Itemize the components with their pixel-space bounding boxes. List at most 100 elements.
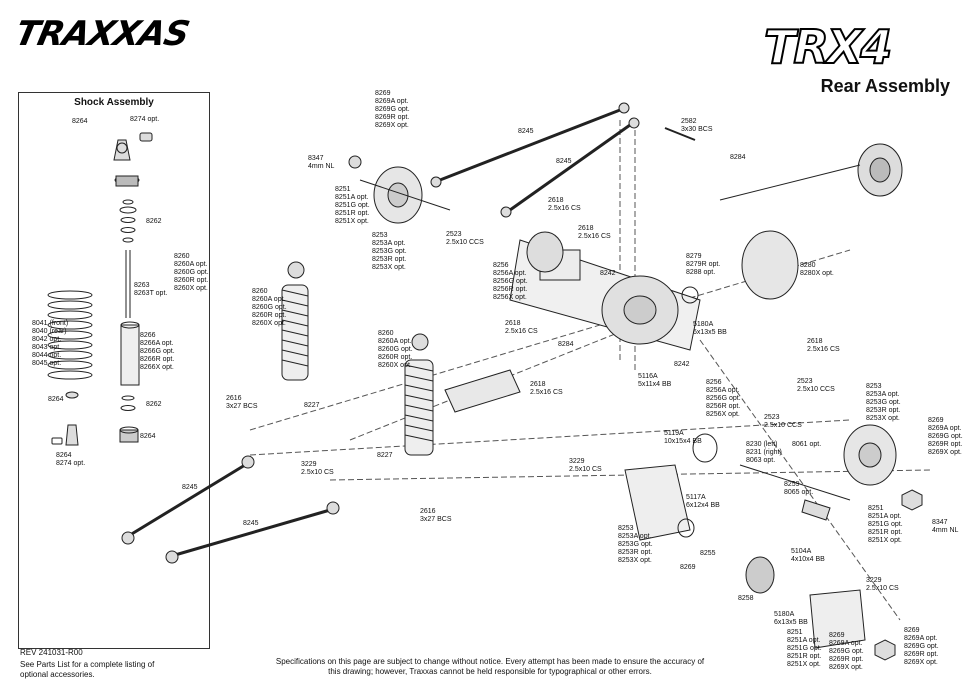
label-line: 8251R opt. bbox=[787, 653, 822, 660]
label-line: 2.5x10 CS bbox=[866, 585, 899, 592]
label-line: 8256A opt. bbox=[493, 270, 527, 277]
label-line: 10x15x4 BB bbox=[664, 438, 702, 445]
label-line: 8260A opt. bbox=[252, 296, 286, 303]
label-8242-b: 8242 bbox=[674, 361, 690, 369]
label-line: 8259 bbox=[784, 481, 800, 488]
label-line: 8256G opt. bbox=[493, 278, 528, 285]
label-line: 8269 bbox=[829, 632, 845, 639]
label-line: 8253 bbox=[866, 383, 882, 390]
label-line: 2616 bbox=[226, 395, 242, 402]
page-title: Rear Assembly bbox=[820, 76, 950, 96]
label-line: 8245 bbox=[182, 484, 198, 491]
label-line: 2.5x10 CCS bbox=[446, 239, 484, 246]
label-8269-c: 8269 bbox=[680, 564, 696, 572]
label-line: 8251G opt. bbox=[868, 521, 903, 528]
label-line: 8269X opt. bbox=[829, 664, 863, 671]
label-line: 8256A opt. bbox=[706, 387, 740, 394]
label-line: 5180A bbox=[774, 611, 795, 618]
label-line: 8245 bbox=[243, 520, 259, 527]
label-line: 2.5x16 CS bbox=[548, 205, 581, 212]
label-line: 2523 bbox=[764, 414, 780, 421]
label-line: 5180A bbox=[693, 321, 714, 328]
model-wordmark: TRX4 bbox=[763, 19, 893, 75]
label-line: 8264 bbox=[72, 118, 88, 125]
label-line: 2618 bbox=[530, 381, 546, 388]
label-line: 8253A opt. bbox=[618, 533, 652, 540]
label-line: 8041 (front) bbox=[32, 320, 69, 327]
label-8284-b: 8284 bbox=[558, 341, 574, 349]
label-8227-b: 8227 bbox=[377, 452, 393, 460]
label-line: 2618 bbox=[505, 320, 521, 327]
label-line: 2.5x10 CCS bbox=[764, 422, 802, 429]
label-line: 2.5x10 CCS bbox=[797, 386, 835, 393]
label-8061: 8061 opt. bbox=[792, 441, 821, 449]
label-line: 8260 bbox=[378, 330, 394, 337]
label-line: 4mm NL bbox=[932, 527, 959, 534]
label-8245-d: 8245 bbox=[243, 520, 259, 528]
shock-exploded-parts bbox=[47, 132, 153, 446]
label-line: 8260X opt. bbox=[378, 362, 412, 369]
label-8258: 8258 bbox=[738, 595, 754, 603]
label-line: 8260 bbox=[252, 288, 268, 295]
label-line: 8256X opt. bbox=[493, 294, 527, 301]
label-line: 8251 bbox=[335, 186, 351, 193]
label-line: 8242 bbox=[600, 270, 616, 277]
label-line: 8063 opt. bbox=[746, 457, 776, 464]
label-line: 8253G opt. bbox=[618, 541, 653, 548]
label-line: 8260X opt. bbox=[174, 285, 208, 292]
label-shock-8041: 8041 (front)8040 (rear)8042 opt.8043 opt… bbox=[32, 320, 68, 368]
label-line: 8256G opt. bbox=[706, 395, 741, 402]
label-line: 5104A bbox=[791, 548, 812, 555]
label-line: 8266R opt. bbox=[140, 356, 175, 363]
label-line: 6x13x5 BB bbox=[774, 619, 808, 626]
label-line: 8264 bbox=[56, 452, 72, 459]
label-line: 2618 bbox=[578, 225, 594, 232]
disclaimer: Specifications on this page are subject … bbox=[275, 657, 705, 676]
label-line: 8253R opt. bbox=[866, 407, 901, 414]
label-line: 8230 (left) bbox=[746, 441, 778, 448]
label-line: 8260R opt. bbox=[174, 277, 209, 284]
label-line: 8269R opt. bbox=[829, 656, 864, 663]
label-line: 8251G opt. bbox=[335, 202, 370, 209]
label-shock-8262-a: 8262 bbox=[146, 218, 162, 226]
label-line: 8253 bbox=[618, 525, 634, 532]
label-line: 8251A opt. bbox=[335, 194, 369, 201]
upper-left-portal bbox=[348, 155, 451, 224]
label-8284-a: 8284 bbox=[730, 154, 746, 162]
label-line: 2.5x16 CS bbox=[530, 389, 563, 396]
label-line: 8269X opt. bbox=[375, 122, 409, 129]
label-line: 8253X opt. bbox=[618, 557, 652, 564]
label-line: 8245 bbox=[518, 128, 534, 135]
label-line: 2616 bbox=[420, 508, 436, 515]
label-line: 8279 bbox=[686, 253, 702, 260]
label-line: 8347 bbox=[308, 155, 324, 162]
label-line: 3229 bbox=[569, 458, 585, 465]
label-line: 8253X opt. bbox=[866, 415, 900, 422]
label-line: 8269A opt. bbox=[928, 425, 962, 432]
axle-housing bbox=[509, 230, 799, 351]
label-8245-c: 8245 bbox=[182, 484, 198, 492]
label-line: 8253G opt. bbox=[866, 399, 901, 406]
lower-portal bbox=[624, 433, 896, 661]
label-line: 8256X opt. bbox=[706, 411, 740, 418]
